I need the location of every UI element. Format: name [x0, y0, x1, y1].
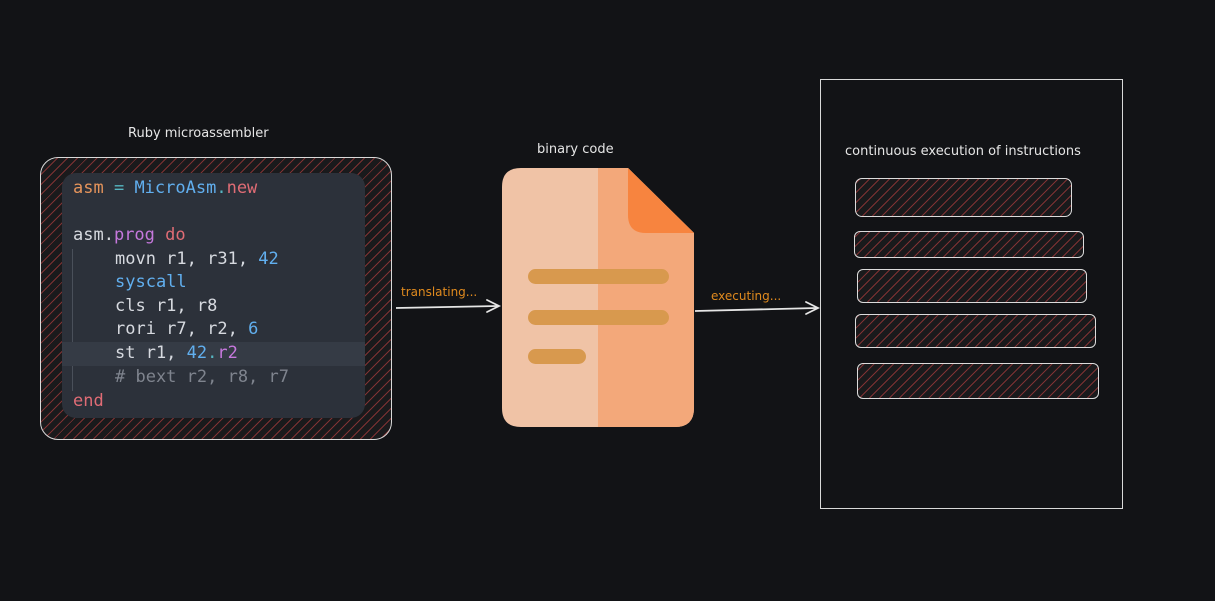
- instruction-block: [857, 363, 1099, 399]
- instruction-block: [854, 231, 1084, 258]
- instruction-block: [857, 269, 1087, 303]
- code-line-9: # bext r2, r8, r7: [115, 367, 289, 387]
- execution-frame: [820, 79, 1123, 509]
- code-line-10: end: [73, 391, 104, 411]
- assembler-label: Ruby microassembler: [128, 126, 269, 141]
- instruction-block: [855, 314, 1096, 348]
- code-editor-panel: asm = MicroAsm.new asm.prog do movn r1, …: [62, 173, 365, 418]
- code-line-3: asm.prog do: [73, 225, 186, 245]
- code-line-8: st r1, 42.r2: [62, 342, 365, 366]
- execution-label: continuous execution of instructions: [845, 144, 1081, 159]
- translating-label: translating...: [401, 285, 478, 299]
- code-line-5: syscall: [115, 272, 187, 292]
- code-line-7: rori r7, r2, 6: [115, 319, 259, 339]
- code-line-1: asm = MicroAsm.new: [73, 178, 258, 198]
- code-line-4: movn r1, r31, 42: [115, 249, 279, 269]
- code-line-6: cls r1, r8: [115, 296, 218, 316]
- executing-label: executing...: [711, 289, 782, 303]
- instruction-block: [855, 178, 1072, 217]
- binary-code-label: binary code: [537, 142, 614, 157]
- executing-arrow: [694, 301, 821, 315]
- translating-arrow: [395, 299, 502, 313]
- document-icon: [502, 168, 694, 427]
- indent-guide: [72, 249, 73, 391]
